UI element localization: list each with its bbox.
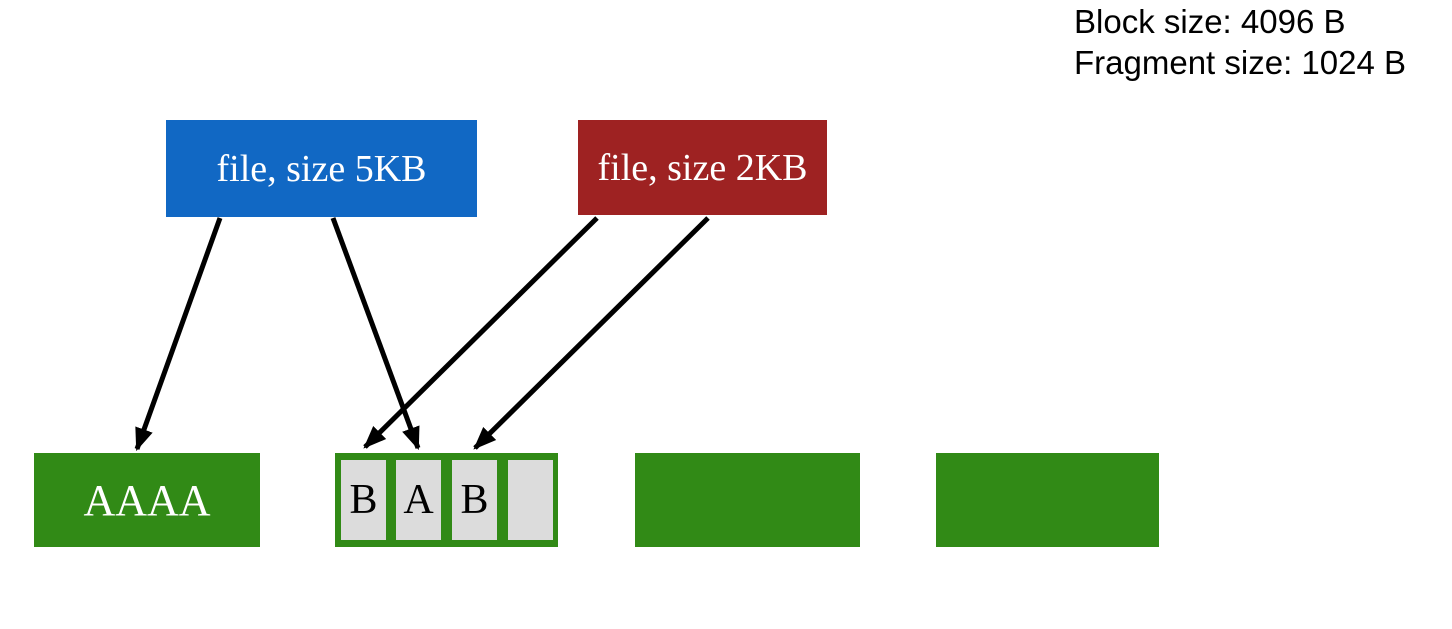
file-5kb-label: file, size 5KB	[216, 147, 427, 190]
fragment-cell-3: B	[452, 460, 497, 540]
arrow-file-2kb-to-fragment-b1	[363, 216, 599, 449]
fragment-cell-1: B	[341, 460, 386, 540]
fragment-cell-3-label: B	[460, 477, 489, 523]
disk-block-2-fragmented: B A B	[335, 453, 558, 547]
file-5kb-box: file, size 5KB	[166, 120, 477, 217]
fragment-cell-1-label: B	[349, 477, 378, 523]
fragment-cell-2: A	[396, 460, 441, 540]
disk-block-1: AAAA	[34, 453, 260, 547]
arrow-file-5kb-to-fragment-a	[330, 217, 421, 451]
file-2kb-label: file, size 2KB	[597, 146, 808, 189]
arrow-file-5kb-to-block-1	[134, 217, 223, 452]
fragment-size-label: Fragment size: 1024 B	[1074, 44, 1406, 81]
fragment-cell-4	[508, 460, 553, 540]
block-size-label: Block size: 4096 B	[1074, 3, 1346, 40]
arrow-file-2kb-to-fragment-b2	[473, 216, 710, 450]
disk-block-1-label: AAAA	[83, 475, 211, 525]
disk-block-4	[936, 453, 1159, 547]
fragment-cell-2-label: A	[403, 477, 434, 523]
file-2kb-box: file, size 2KB	[578, 120, 827, 215]
size-info: Block size: 4096 B Fragment size: 1024 B	[1074, 1, 1406, 83]
disk-block-3	[635, 453, 860, 547]
